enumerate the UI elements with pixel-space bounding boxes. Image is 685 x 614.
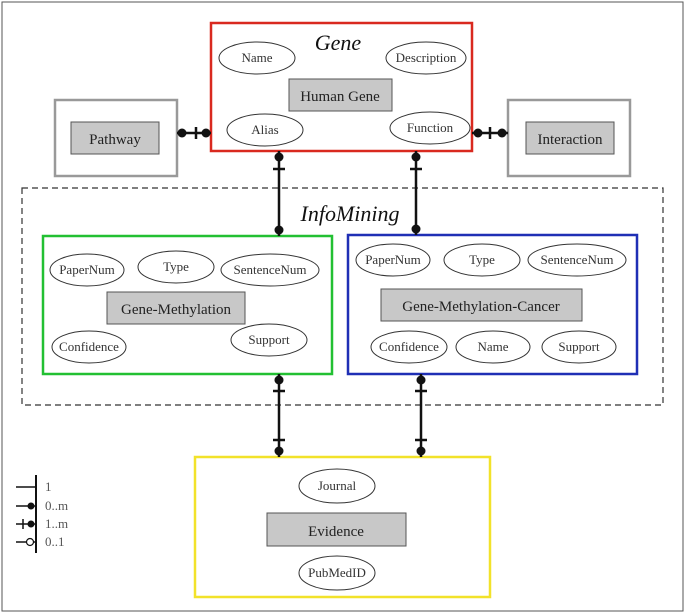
gene-function-attr [389, 111, 471, 145]
cardinality-legend: 1 0..m 1..m 0..1 [16, 475, 68, 553]
gene-title: Gene [315, 30, 362, 55]
gmc-papernum-label: PaperNum [365, 252, 421, 267]
gmc-name-label: Name [477, 339, 508, 354]
legend-one-many: 1..m [16, 516, 68, 531]
gene-methylation-box [106, 291, 246, 325]
gmc-confidence-attr [370, 330, 448, 364]
gm-sentencenum-label: SentenceNum [234, 262, 307, 277]
gene-function-label: Function [407, 120, 454, 135]
gene-alias-label: Alias [251, 122, 278, 137]
evidence-journal-attr [298, 468, 376, 504]
pathway-label: Pathway [89, 132, 141, 148]
infomining-title: InfoMining [300, 201, 400, 226]
gm-type-attr [137, 250, 215, 284]
gene-methylation-cancer-box [380, 288, 583, 322]
gmc-name-attr [455, 330, 531, 364]
gmc-confidence-label: Confidence [379, 339, 439, 354]
interaction-entity: Interaction [506, 98, 632, 178]
interaction-box [525, 121, 615, 155]
pathway-gene-connector [177, 127, 211, 139]
legend-zero-many: 0..m [16, 498, 68, 513]
evidence-entity: Evidence Journal PubMedID [193, 455, 492, 599]
legend-zero-one: 0..1 [16, 534, 65, 549]
gm-support-attr [230, 323, 308, 357]
gene-gmc-connector [410, 151, 422, 235]
pathway-box [70, 121, 160, 155]
gmc-papernum-attr [355, 243, 431, 277]
gm-confidence-label: Confidence [59, 339, 119, 354]
gm-support-label: Support [248, 332, 290, 347]
gmc-support-attr [541, 330, 617, 364]
gene-description-label: Description [396, 50, 457, 65]
gm-sentencenum-attr [220, 253, 320, 287]
evidence-journal-label: Journal [318, 478, 357, 493]
gmc-support-label: Support [558, 339, 600, 354]
evidence-pubmedid-attr [298, 555, 376, 591]
legend-zero-one-label: 0..1 [45, 534, 65, 549]
pathway-entity: Pathway [53, 98, 179, 178]
human-gene-box [288, 78, 393, 112]
gene-gm-connector [273, 151, 285, 236]
gm-confidence-attr [51, 330, 127, 364]
human-gene-label: Human Gene [300, 89, 380, 105]
gene-methylation-label: Gene-Methylation [121, 302, 231, 318]
gene-description-attr [385, 41, 467, 75]
evidence-label: Evidence [308, 524, 364, 540]
gm-type-label: Type [163, 259, 189, 274]
gene-entity: Gene Human Gene Name Description Alias F… [209, 21, 474, 153]
gene-name-label: Name [241, 50, 272, 65]
gene-name-attr [218, 41, 296, 75]
gmc-evidence-connector [415, 374, 427, 457]
gmc-sentencenum-attr [527, 243, 627, 277]
legend-zero-many-label: 0..m [45, 498, 68, 513]
gmc-sentencenum-label: SentenceNum [541, 252, 614, 267]
gene-methylation-entity: Gene-Methylation PaperNum Type SentenceN… [41, 234, 334, 376]
interaction-label: Interaction [538, 132, 603, 148]
evidence-pubmedid-label: PubMedID [308, 565, 366, 580]
infomining-container [21, 187, 664, 406]
evidence-box [266, 512, 407, 547]
gmc-type-attr [443, 243, 521, 277]
gmc-type-label: Type [469, 252, 495, 267]
gene-methylation-cancer-entity: Gene-Methylation-Cancer PaperNum Type Se… [346, 233, 639, 376]
legend-one-many-label: 1..m [45, 516, 68, 531]
gene-methylation-cancer-label: Gene-Methylation-Cancer [402, 299, 559, 315]
gene-alias-attr [226, 113, 304, 147]
legend-one: 1 [16, 479, 52, 494]
gm-papernum-label: PaperNum [59, 262, 115, 277]
legend-one-label: 1 [45, 479, 52, 494]
gene-interaction-connector [472, 127, 508, 139]
connectors [177, 127, 508, 457]
gm-papernum-attr [49, 253, 125, 287]
gm-evidence-connector [273, 374, 285, 457]
